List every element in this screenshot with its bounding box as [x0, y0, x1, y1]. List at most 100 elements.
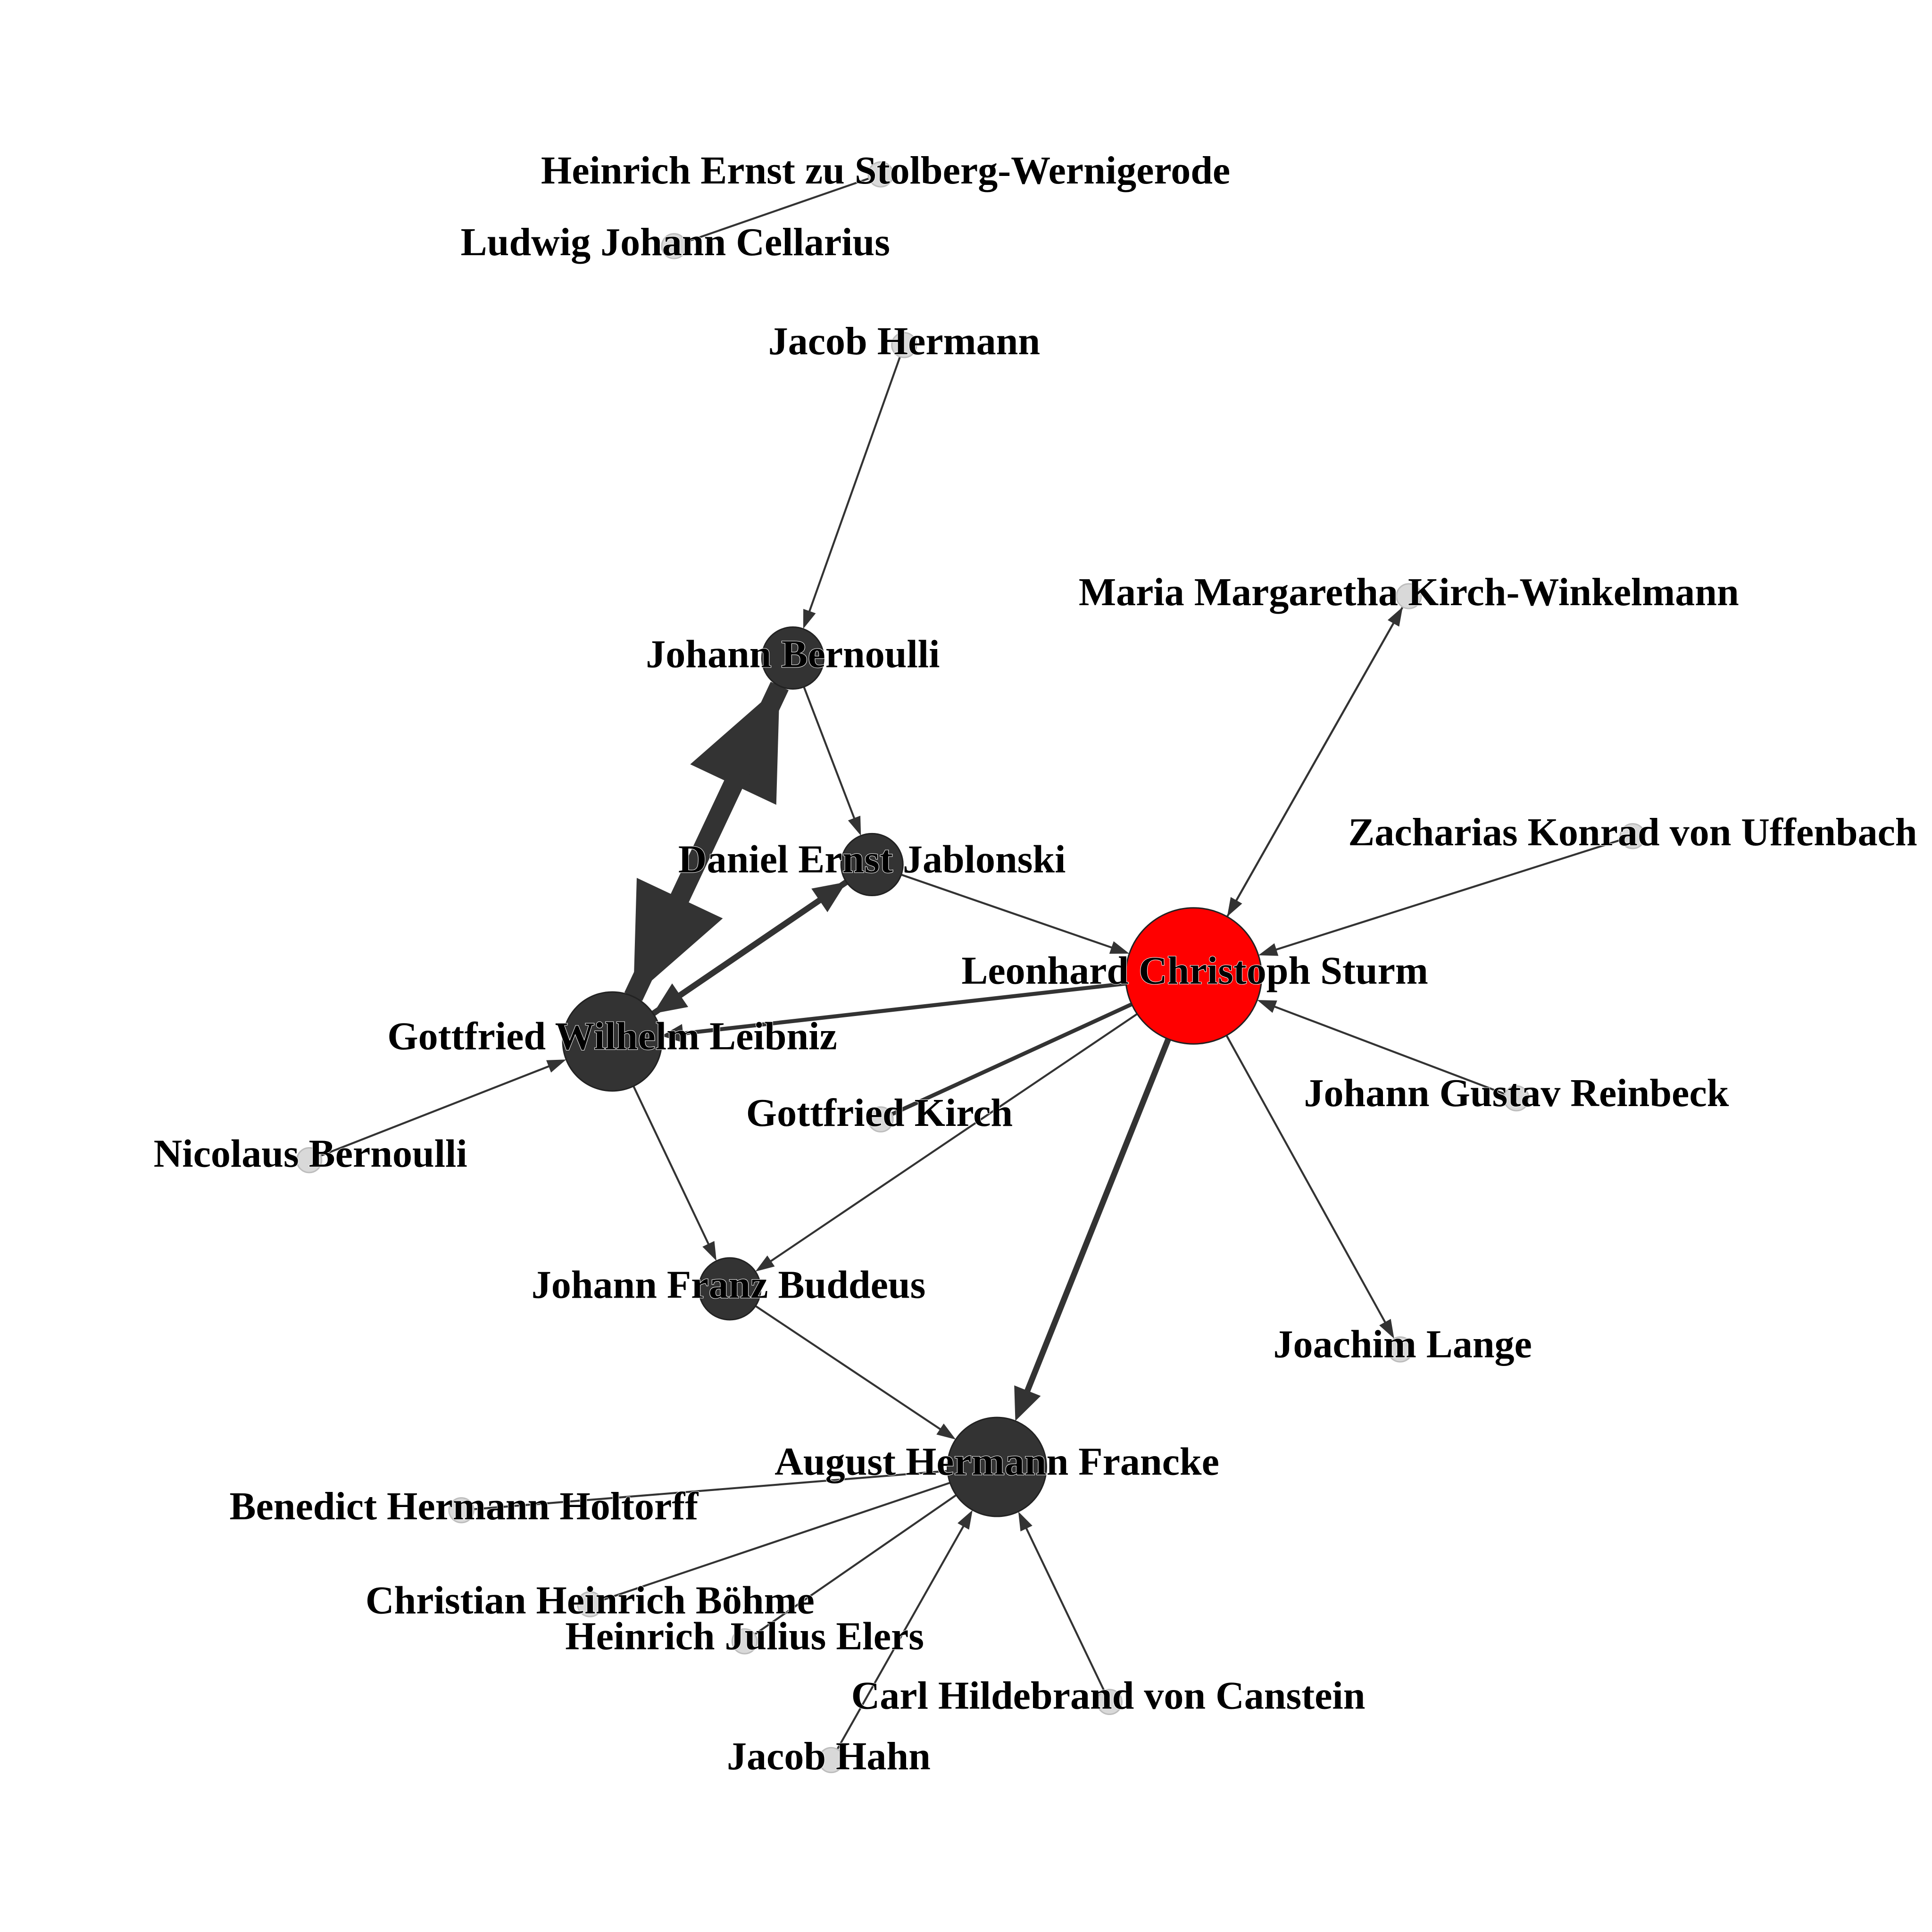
edge-line — [754, 1494, 957, 1635]
node-boehme — [577, 1591, 603, 1617]
node-jablonski — [840, 833, 904, 897]
arrowhead — [958, 1510, 973, 1530]
edge-line — [755, 1305, 943, 1432]
arrowhead — [661, 1024, 684, 1043]
edge-sturm-lange — [1225, 1035, 1394, 1339]
edge-sturm-kirchw — [1226, 607, 1403, 917]
edge-line — [1273, 839, 1622, 951]
edge-line — [679, 981, 1126, 1036]
edge-line — [685, 177, 869, 243]
node-holtorff — [448, 1497, 475, 1524]
edge-sturm-buddeus — [755, 1013, 1138, 1272]
node-label-stolberg: Heinrich Ernst zu Stolberg-Wernigerode — [541, 149, 1230, 192]
arrowhead — [546, 1059, 566, 1073]
node-hahn — [818, 1747, 844, 1774]
arrowhead — [803, 608, 816, 629]
node-label-reinbeck: Johann Gustav Reinbeck — [1304, 1071, 1729, 1115]
node-kirchw — [1396, 583, 1422, 609]
edge-sturm-leibniz — [661, 981, 1126, 1043]
node-cellarius — [661, 233, 687, 259]
node-label-buddeus: Johann Franz Buddeus — [532, 1263, 926, 1307]
edge-hahn-francke — [836, 1510, 973, 1750]
edge-line — [320, 1064, 552, 1157]
edge-elers-francke — [754, 1494, 957, 1635]
edge-jbernoulli-jablonski — [803, 686, 861, 836]
node-label-elers: Heinrich Julius Elers — [565, 1614, 924, 1658]
node-sturm — [1124, 907, 1263, 1045]
edge-jbernoulli-leibniz — [633, 682, 789, 997]
node-label-gkirch: Gottfried Kirch — [746, 1091, 1013, 1135]
edge-boehme-francke — [601, 1482, 950, 1601]
arrowhead — [1257, 1000, 1277, 1013]
edge-line — [1225, 1035, 1388, 1325]
arrowhead — [1258, 943, 1279, 956]
arrowhead — [1018, 1511, 1033, 1532]
edge-sturm-gkirch — [891, 1002, 1133, 1116]
node-label-leibniz: Gottfried Wilhelm Leibniz — [387, 1015, 837, 1058]
node-label-jbernoulli: Johann Bernoulli — [646, 632, 940, 676]
node-label-cellarius: Ludwig Johann Cellarius — [461, 220, 890, 264]
node-canstein — [1096, 1689, 1123, 1715]
edge-reinbeck-sturm — [1257, 1000, 1506, 1095]
node-leibniz — [562, 991, 663, 1092]
node-gkirch — [867, 1106, 894, 1133]
edge-line — [836, 1523, 966, 1750]
edge-cellarius-stolberg — [685, 177, 869, 243]
edge-nbernoulli-leibniz — [320, 1059, 566, 1157]
edge-line — [664, 682, 789, 917]
edge-line — [474, 1470, 948, 1510]
arrowhead — [936, 1424, 956, 1440]
node-label-kirchw: Maria Margaretha Kirch-Winkelmann — [1079, 570, 1739, 614]
node-nbernoulli — [296, 1147, 323, 1174]
edge-holtorff-francke — [474, 1470, 948, 1510]
arrowhead — [1014, 1385, 1041, 1421]
node-label-holtorff: Benedict Hermann Holtorff — [229, 1484, 699, 1528]
node-label-hahn: Jacob Hahn — [727, 1734, 931, 1778]
node-reinbeck — [1503, 1085, 1530, 1112]
edge-canstein-francke — [1018, 1511, 1105, 1691]
arrowhead — [848, 816, 861, 836]
edge-buddeus-francke — [755, 1305, 956, 1440]
edge-line — [768, 1013, 1138, 1264]
node-lange — [1387, 1336, 1414, 1363]
edge-jablonski-sturm — [900, 874, 1130, 954]
edge-hermann-jbernoulli — [803, 356, 901, 629]
edge-sturm-francke — [1014, 1038, 1171, 1421]
node-label-uffenbach: Zacharias Konrad von Uffenbach — [1348, 810, 1917, 854]
node-label-sturm: Leonhard Christoph Sturm — [961, 949, 1428, 993]
edge-line — [900, 874, 1115, 949]
edges-layer — [320, 177, 1622, 1750]
node-label-hermann: Jacob Hermann — [768, 319, 1040, 363]
node-hermann — [891, 332, 917, 358]
edge-line — [674, 879, 849, 1000]
edge-line — [891, 1002, 1133, 1116]
labels-layer: Heinrich Ernst zu Stolberg-WernigerodeLu… — [153, 148, 1918, 1779]
node-elers — [731, 1628, 758, 1655]
node-uffenbach — [1619, 823, 1646, 849]
arrowhead — [633, 878, 723, 997]
edge-uffenbach-sturm — [1258, 839, 1622, 956]
edge-line — [633, 1085, 711, 1247]
arrowhead — [702, 1241, 717, 1261]
node-label-lange: Joachim Lange — [1273, 1323, 1532, 1366]
edge-line — [1023, 1038, 1171, 1397]
arrowhead — [755, 1255, 775, 1272]
arrowhead — [1109, 941, 1130, 954]
edge-line — [1272, 1005, 1506, 1095]
node-jbernoulli — [761, 626, 824, 690]
edge-line — [1024, 1525, 1105, 1691]
arrowhead — [1387, 607, 1403, 627]
edge-leibniz-buddeus — [633, 1085, 717, 1261]
edge-line — [601, 1482, 950, 1601]
node-francke — [947, 1416, 1047, 1517]
edge-jablonski-leibniz — [653, 879, 849, 1014]
node-label-jablonski: Daniel Ernst Jablonski — [678, 838, 1066, 882]
nodes-layer — [296, 161, 1646, 1774]
node-label-nbernoulli: Nicolaus Bernoulli — [154, 1132, 467, 1176]
edge-line — [808, 356, 901, 614]
node-buddeus — [698, 1257, 762, 1321]
arrowhead — [1379, 1319, 1394, 1339]
node-label-francke: August Hermann Francke — [774, 1440, 1219, 1484]
